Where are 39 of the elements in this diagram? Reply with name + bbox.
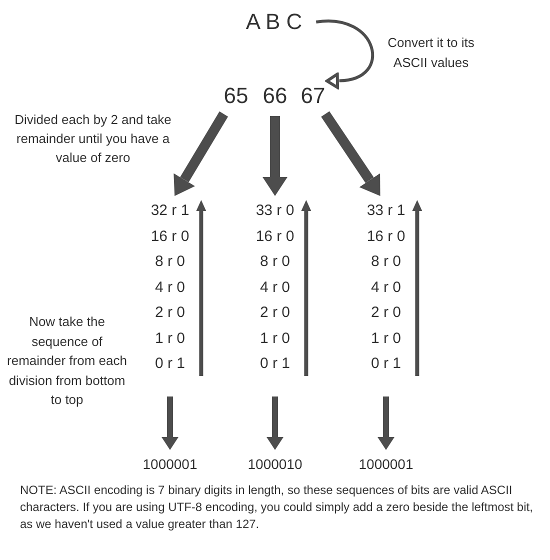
division-step: 16 r 0 [150,224,190,249]
binary-result: 1000001 [358,452,414,476]
division-step: 0 r 1 [256,351,294,376]
arrow [266,396,284,450]
division-step: 33 r 0 [256,198,294,224]
letter-sequence: A B C [246,6,302,38]
arrow [262,116,288,196]
arrow [321,111,380,196]
ascii-value: 66 [262,82,288,110]
arrow [174,111,228,196]
annotation-text: Convert it to its ASCII values [386,34,476,72]
division-step: 1 r 0 [256,326,294,351]
division-step: 8 r 0 [366,249,406,274]
instruction-text: Now take the sequence of remainder from each division from bottom to top [6,313,128,409]
instruction-text: Divided each by 2 and take remainder until you have a value of zero [14,111,172,167]
division-step: 8 r 0 [256,249,294,274]
division-step: 32 r 1 [150,198,190,224]
division-step: 4 r 0 [366,274,406,300]
curved-arrow [316,20,374,90]
division-step: 1 r 0 [150,326,190,351]
division-step: 16 r 0 [256,224,294,249]
division-step: 2 r 0 [366,300,406,326]
division-step: 0 r 1 [366,351,406,376]
division-step: 4 r 0 [150,274,190,300]
division-step: 2 r 0 [256,300,294,326]
binary-result: 1000010 [248,452,302,476]
division-step: 2 r 0 [150,300,190,326]
note-text: NOTE: ASCII encoding is 7 binary digits in length, so these sequences of bits are valid ASCII characters. If you are using UTF-8 encoding, you could simply add a zero beside the leftmost bit, as we haven't used a value greater than 127. [20,482,534,533]
division-step: 0 r 1 [150,351,190,376]
arrow [378,396,394,450]
ascii-value: 65 [224,82,248,110]
division-step: 8 r 0 [150,249,190,274]
division-step: 4 r 0 [256,274,294,300]
binary-result: 1000001 [142,452,198,476]
division-step: 16 r 0 [366,224,406,249]
arrow [162,396,178,450]
division-step: 33 r 1 [366,198,406,224]
division-step: 1 r 0 [366,326,406,351]
ascii-value: 67 [300,82,326,110]
